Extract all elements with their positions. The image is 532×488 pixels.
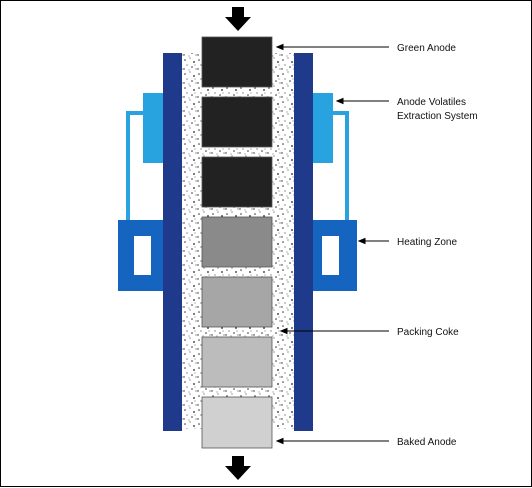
- label-heating-zone: Heating Zone: [397, 237, 457, 248]
- anode-block-7: [201, 396, 273, 449]
- feed-arrow-top: [225, 7, 251, 31]
- label-volatiles-line2: Extraction System: [397, 111, 478, 122]
- label-baked-anode: Baked Anode: [397, 437, 457, 448]
- heating-zone-left: [118, 220, 163, 291]
- anode-stack: [201, 36, 273, 449]
- anode-block-5: [201, 276, 273, 328]
- output-arrow-bottom: [225, 456, 251, 480]
- anode-block-4: [201, 216, 273, 268]
- anode-block-2: [201, 96, 273, 148]
- volatiles-extraction-right: [313, 93, 349, 222]
- leader-lines: [275, 43, 389, 445]
- label-packing-coke: Packing Coke: [397, 327, 459, 338]
- left-furnace-wall: [163, 53, 182, 431]
- anode-block-1: [201, 36, 273, 88]
- label-volatiles-line1: Anode Volatiles: [397, 97, 466, 108]
- label-green-anode: Green Anode: [397, 43, 456, 54]
- heating-zone-right: [313, 220, 357, 291]
- anode-block-6: [201, 336, 273, 388]
- right-furnace-wall: [294, 53, 313, 431]
- anode-block-3: [201, 156, 273, 208]
- volatiles-extraction-left: [126, 93, 163, 222]
